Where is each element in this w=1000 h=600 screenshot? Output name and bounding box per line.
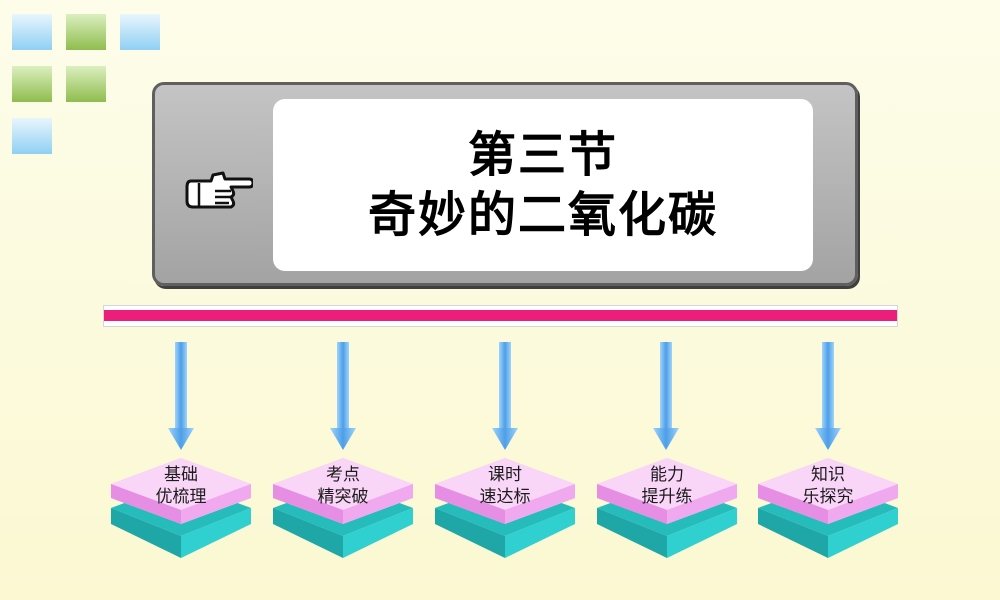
divider-bar	[103, 305, 898, 327]
node-shape	[758, 458, 898, 558]
node-label-line1: 知识	[811, 465, 845, 485]
node-shape	[597, 458, 737, 558]
node-label: 考点 精突破	[273, 464, 413, 508]
down-arrow-icon	[492, 342, 518, 450]
nav-node-practice[interactable]: 课时 速达标	[435, 458, 575, 562]
nav-node-key-points[interactable]: 考点 精突破	[273, 458, 413, 562]
node-label: 课时 速达标	[435, 464, 575, 508]
node-label-line2: 精突破	[317, 487, 369, 507]
decor-tile	[12, 14, 52, 50]
nav-node-explore[interactable]: 知识 乐探究	[758, 458, 898, 562]
down-arrow-icon	[168, 342, 194, 450]
node-label: 基础 优梳理	[111, 464, 251, 508]
decor-tile	[12, 66, 52, 102]
down-arrow-icon	[815, 342, 841, 450]
node-shape	[435, 458, 575, 558]
node-label-line2: 提升练	[641, 487, 693, 507]
decor-tile	[66, 14, 106, 50]
pointing-hand-icon	[181, 167, 255, 217]
node-label: 知识 乐探究	[758, 464, 898, 508]
node-label-line2: 速达标	[479, 487, 531, 507]
node-label-line1: 考点	[326, 465, 360, 485]
decor-tile	[120, 14, 160, 50]
title-box: 第三节 奇妙的二氧化碳	[273, 99, 813, 271]
decor-tile	[66, 66, 106, 102]
node-shape	[111, 458, 251, 558]
divider-pink-stripe	[104, 310, 897, 321]
node-label-line1: 能力	[650, 465, 684, 485]
node-label-line2: 乐探究	[802, 487, 854, 507]
lesson-title: 奇妙的二氧化碳	[367, 187, 718, 243]
node-label-line1: 基础	[164, 465, 198, 485]
node-label-line1: 课时	[488, 465, 522, 485]
node-shape	[273, 458, 413, 558]
node-label: 能力 提升练	[597, 464, 737, 508]
title-panel: 第三节 奇妙的二氧化碳	[152, 82, 858, 286]
nav-node-ability[interactable]: 能力 提升练	[597, 458, 737, 562]
down-arrow-icon	[653, 342, 679, 450]
down-arrow-icon	[330, 342, 356, 450]
decor-tile	[12, 118, 52, 154]
node-label-line2: 优梳理	[155, 487, 207, 507]
nav-node-basics[interactable]: 基础 优梳理	[111, 458, 251, 562]
section-title: 第三节	[467, 127, 618, 183]
